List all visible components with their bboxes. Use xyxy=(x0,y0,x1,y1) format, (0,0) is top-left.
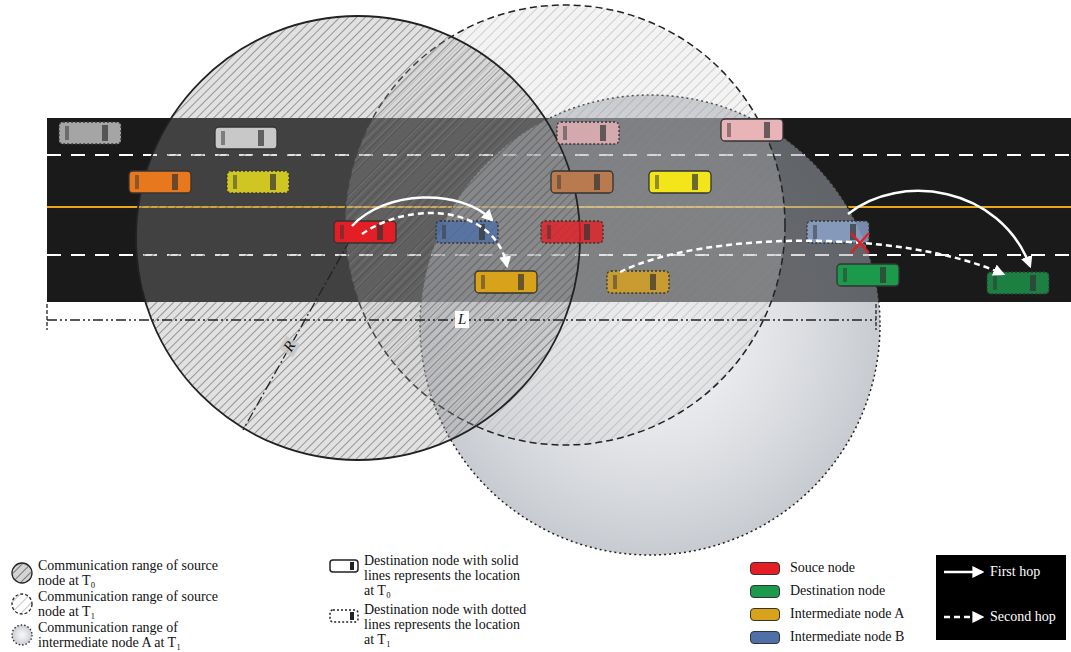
vehicle-window xyxy=(233,175,237,189)
vehicle-window xyxy=(650,274,656,290)
vehicle-window xyxy=(340,225,344,239)
radius-line xyxy=(243,240,350,430)
vehicle-body xyxy=(607,271,669,293)
vehicle-body xyxy=(227,171,289,193)
legend-icon xyxy=(944,616,982,619)
legend-icon xyxy=(330,610,358,622)
range-circle xyxy=(136,16,580,460)
vehicle xyxy=(987,272,1049,294)
vehicle-window xyxy=(65,126,69,140)
vehicle-window xyxy=(692,174,698,190)
vehicle-window xyxy=(880,267,886,283)
vehicle-window xyxy=(135,175,139,189)
vehicle xyxy=(227,171,289,193)
vehicle-window xyxy=(557,175,561,189)
vehicle-window xyxy=(377,224,383,240)
vehicle-body xyxy=(721,119,783,141)
legend-label: Communication range of source node at T₁ xyxy=(38,589,228,619)
vehicle-window xyxy=(993,276,997,290)
legend-swatch xyxy=(750,631,780,644)
dimension-tick xyxy=(875,304,876,330)
vehicle xyxy=(475,271,537,293)
vehicle-window xyxy=(172,174,178,190)
vehicle-body xyxy=(551,171,613,193)
vehicle-body xyxy=(987,272,1049,294)
legend-icon xyxy=(12,625,32,645)
legend-label: Destination node with solid lines repres… xyxy=(364,553,529,598)
vehicle xyxy=(721,119,783,141)
vehicle xyxy=(59,122,121,144)
broken-link-mark xyxy=(851,233,869,253)
length-label: L xyxy=(455,311,469,328)
vehicle-body xyxy=(837,264,899,286)
legend-swatch xyxy=(750,585,780,598)
legend-label: Communication range of source node at T₀ xyxy=(38,558,228,588)
vehicle xyxy=(837,264,899,286)
range-circle xyxy=(136,16,580,460)
vehicle-window xyxy=(442,225,446,239)
hop-legend-box xyxy=(936,555,1066,640)
vehicle-window xyxy=(584,224,590,240)
legend-icon xyxy=(12,594,32,614)
vehicle-window xyxy=(764,122,770,138)
legend-icon xyxy=(944,571,982,574)
vehicle-body xyxy=(649,171,711,193)
legend-icon xyxy=(350,562,354,570)
legend-icon xyxy=(350,612,354,620)
legend-label: Intermediate node A xyxy=(790,606,930,621)
legend-label: Communication range of intermediate node… xyxy=(38,620,228,650)
legend-swatch xyxy=(750,608,780,621)
second-hop-arrow xyxy=(620,241,1003,274)
broken-link-mark xyxy=(851,233,869,253)
second-hop-arrow xyxy=(362,213,507,266)
vehicle xyxy=(557,122,619,144)
vehicle-body xyxy=(541,221,603,243)
vehicle-window xyxy=(547,225,551,239)
vehicle xyxy=(129,171,191,193)
vehicle-window xyxy=(102,125,108,141)
legend-label: Intermediate node B xyxy=(790,629,930,644)
first-hop-arrow xyxy=(848,191,1030,266)
vehicle-body xyxy=(129,171,191,193)
legend-label: Souce node xyxy=(790,560,930,575)
vehicle xyxy=(551,171,613,193)
legend-icon xyxy=(12,563,32,583)
vehicle-body xyxy=(475,271,537,293)
vehicle-window xyxy=(563,126,567,140)
vehicle-window xyxy=(613,275,617,289)
vehicle xyxy=(215,127,277,149)
vehicle-body xyxy=(215,127,277,149)
vehicle-window xyxy=(843,268,847,282)
vehicle-window xyxy=(481,275,485,289)
vehicle-window xyxy=(518,274,524,290)
legend-label: First hop xyxy=(990,564,1064,579)
vehicle-window xyxy=(221,131,225,145)
vehicle-window xyxy=(1030,275,1036,291)
vehicle xyxy=(541,221,603,243)
vehicle-window xyxy=(600,125,606,141)
vehicle xyxy=(607,271,669,293)
vehicle-window xyxy=(258,130,264,146)
vehicle-window xyxy=(813,225,817,239)
legend-label: Second hop xyxy=(990,609,1064,624)
legend-label: Destination node xyxy=(790,583,930,598)
vehicles xyxy=(59,119,1049,294)
vehicle-window xyxy=(727,123,731,137)
vehicle-window xyxy=(655,175,659,189)
vehicle-body xyxy=(59,122,121,144)
legend-swatch xyxy=(750,562,780,575)
vehicle-window xyxy=(594,174,600,190)
dimension-tick xyxy=(46,304,47,330)
legend-icon xyxy=(12,563,32,583)
vehicle xyxy=(649,171,711,193)
vehicle-window xyxy=(270,174,276,190)
vehicle-body xyxy=(557,122,619,144)
legend-icon xyxy=(330,560,358,572)
legend-label: Destination node with dotted lines repre… xyxy=(364,602,529,647)
